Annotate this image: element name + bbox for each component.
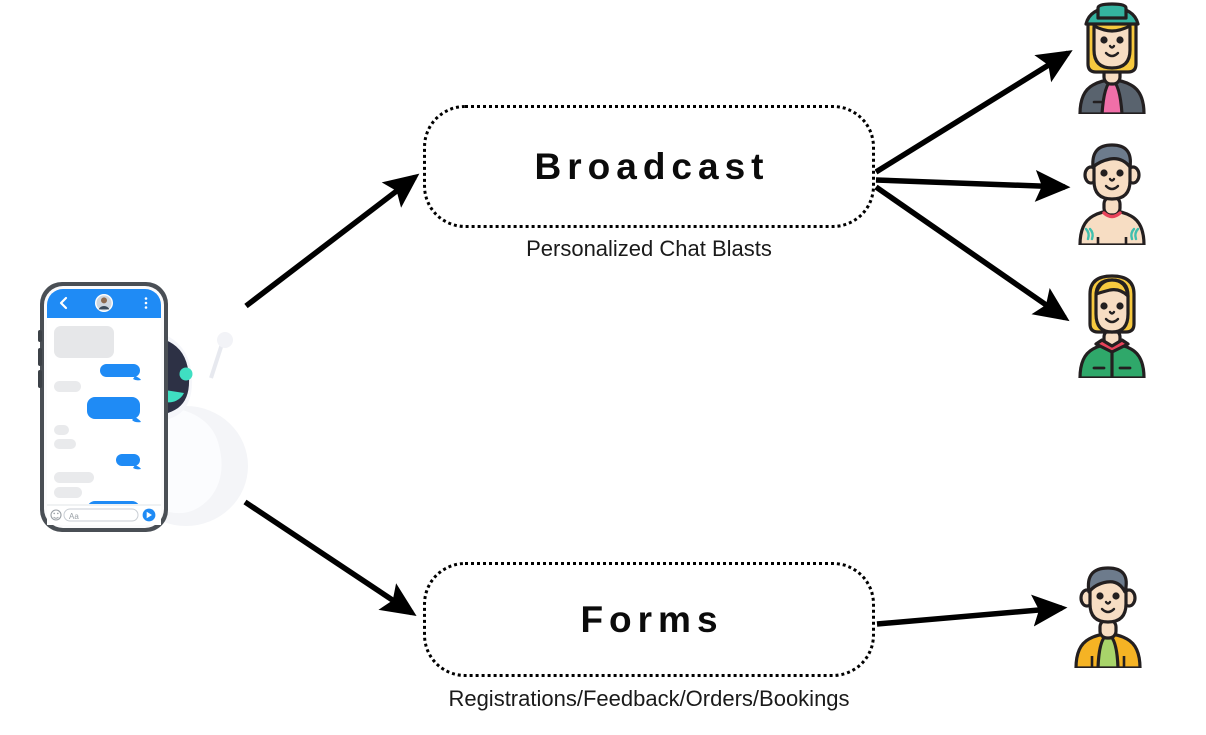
node-forms-caption: Registrations/Feedback/Orders/Bookings (448, 686, 850, 711)
send-icon[interactable] (142, 508, 156, 522)
node-forms[interactable]: Forms (423, 562, 875, 677)
recipient-avatar-woman-with-green-jacket (1064, 266, 1160, 380)
recipient-avatar-blonde-woman-with-teal-hat (1064, 2, 1160, 116)
arrow-broadcast-to-avatar-2 (875, 169, 1071, 202)
chat-header (47, 289, 161, 318)
node-broadcast-title: Broadcast (534, 145, 770, 187)
chevron-left-icon (59, 296, 68, 310)
emoji-icon[interactable] (50, 509, 62, 521)
arrow-broadcast-to-avatar-1 (874, 50, 1073, 175)
message-input-placeholder: Aa (69, 512, 79, 521)
recipient-avatar-man-with-red-necklace (1064, 133, 1160, 247)
kebab-menu-icon (144, 297, 148, 309)
arrow-broadcast-to-avatar-3 (874, 184, 1070, 322)
recipient-avatar-man-with-yellow-jacket (1060, 556, 1156, 670)
node-broadcast[interactable]: Broadcast (423, 105, 875, 228)
message-input-field[interactable] (63, 508, 139, 522)
node-broadcast-caption: Personalized Chat Blasts (526, 236, 772, 261)
contact-avatar (95, 294, 113, 312)
phone-screen: Aa (47, 289, 161, 525)
node-forms-title: Forms (580, 598, 724, 640)
chat-phone-mockup[interactable]: Aa (36, 278, 282, 540)
chat-input-bar[interactable]: Aa (47, 504, 161, 525)
arrow-forms-to-avatar-4 (876, 594, 1068, 627)
